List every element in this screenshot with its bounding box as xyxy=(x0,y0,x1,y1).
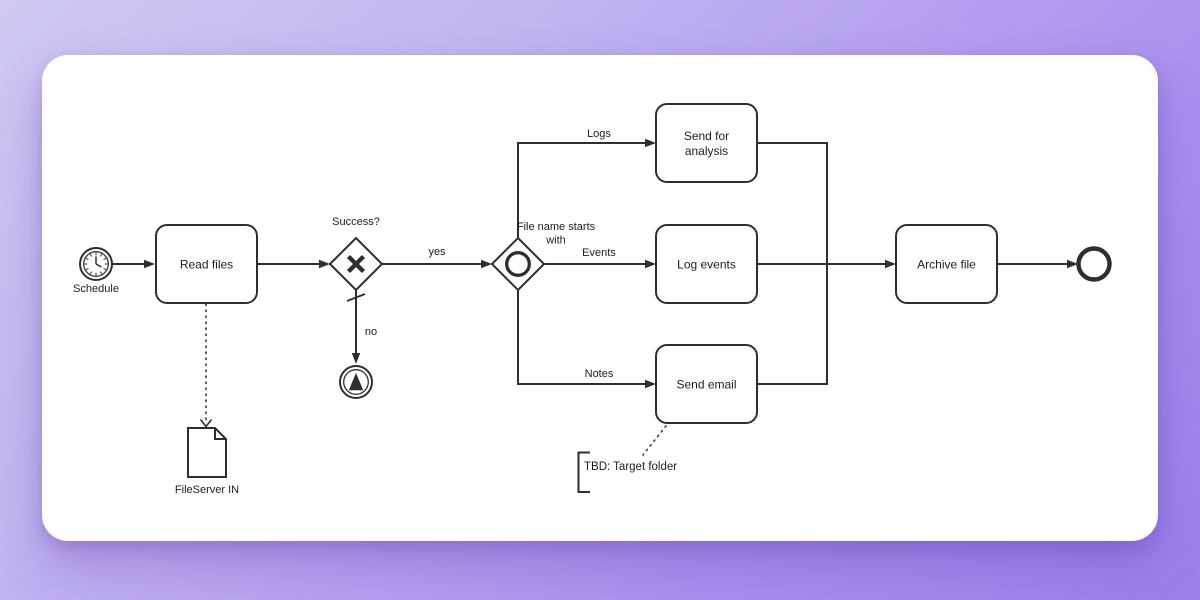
arrowhead-icon xyxy=(481,259,492,269)
flow-label-notes: Notes xyxy=(585,368,614,380)
document-icon xyxy=(187,427,227,478)
arrowhead-icon xyxy=(351,353,361,364)
task-send-for-analysis-label-line1: Send for xyxy=(684,129,729,143)
arrowhead-icon xyxy=(319,259,330,269)
document-fold-icon xyxy=(214,428,226,440)
flow-read-files-to-success-gateway xyxy=(257,259,330,269)
task-log-events-label: Log events xyxy=(677,258,736,272)
task-read-files[interactable]: Read files xyxy=(155,224,258,304)
open-arrowhead-icon xyxy=(199,419,213,428)
gateway-success-exclusive[interactable]: Success? xyxy=(328,216,384,292)
default-flow-slash xyxy=(346,293,366,302)
exclusive-x-icon xyxy=(346,254,366,274)
gateway-filename-label-line1: File name starts xyxy=(517,221,596,233)
arrowhead-icon xyxy=(144,259,155,269)
flow-label-events: Events xyxy=(582,247,616,259)
task-archive-file[interactable]: Archive file xyxy=(895,224,998,304)
gateway-filename-inclusive[interactable]: File name starts with xyxy=(490,221,596,292)
text-annotation-tbd-label: TBD: Target folder xyxy=(584,461,677,473)
task-read-files-label: Read files xyxy=(180,258,233,272)
flow-label-yes: yes xyxy=(428,246,446,258)
timer-clock-icon xyxy=(83,251,109,277)
escalation-event[interactable] xyxy=(339,365,373,399)
association-read-files-to-fileserver xyxy=(199,303,213,428)
flow-no-default: no xyxy=(346,290,377,364)
association-send-email-to-annotation xyxy=(642,425,667,456)
arrowhead-icon xyxy=(645,259,656,269)
arrowhead-icon xyxy=(645,379,656,389)
task-log-events[interactable]: Log events xyxy=(655,224,758,304)
data-object-fileserver-label: FileServer IN xyxy=(175,484,239,496)
flow-events: Events xyxy=(544,247,656,269)
task-send-email-label: Send email xyxy=(676,378,736,392)
end-event[interactable] xyxy=(1076,246,1112,282)
task-send-for-analysis-label-line2: analysis xyxy=(685,144,728,158)
task-archive-file-label: Archive file xyxy=(917,258,976,272)
start-event-label: Schedule xyxy=(73,283,119,295)
arrowhead-icon xyxy=(645,138,656,148)
flow-logs: Logs xyxy=(517,128,656,238)
flow-start-to-read-files xyxy=(112,259,155,269)
inclusive-circle-icon xyxy=(505,251,531,277)
flow-yes: yes xyxy=(382,246,492,269)
gateway-success-label: Success? xyxy=(332,216,380,228)
escalation-triangle-icon xyxy=(348,373,364,391)
flow-archive-to-end xyxy=(997,259,1078,269)
flow-notes: Notes xyxy=(517,290,656,389)
text-annotation-tbd[interactable]: TBD: Target folder xyxy=(577,451,678,493)
task-send-email[interactable]: Send email xyxy=(655,344,758,424)
flow-label-no: no xyxy=(365,326,377,338)
start-event-schedule[interactable]: Schedule xyxy=(73,247,119,295)
gateway-filename-label-line2: with xyxy=(545,235,566,247)
flow-label-logs: Logs xyxy=(587,128,611,140)
annotation-bracket-icon xyxy=(577,451,590,493)
arrowhead-icon xyxy=(1067,259,1078,269)
flow-merge-to-archive xyxy=(757,142,896,385)
task-send-for-analysis[interactable]: Send for analysis xyxy=(655,103,758,183)
arrowhead-icon xyxy=(885,259,896,269)
data-object-fileserver[interactable]: FileServer IN xyxy=(175,427,239,496)
